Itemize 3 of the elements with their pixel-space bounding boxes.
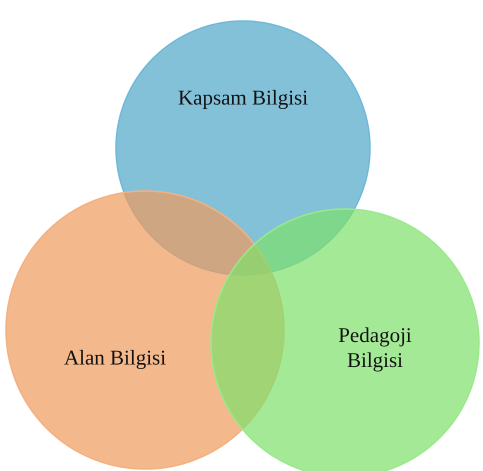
- circle-label: Alan Bilgisi: [62, 345, 168, 371]
- circle-label: Kapsam Bilgisi: [176, 85, 310, 111]
- circle-label: Pedagoji Bilgisi: [337, 322, 413, 374]
